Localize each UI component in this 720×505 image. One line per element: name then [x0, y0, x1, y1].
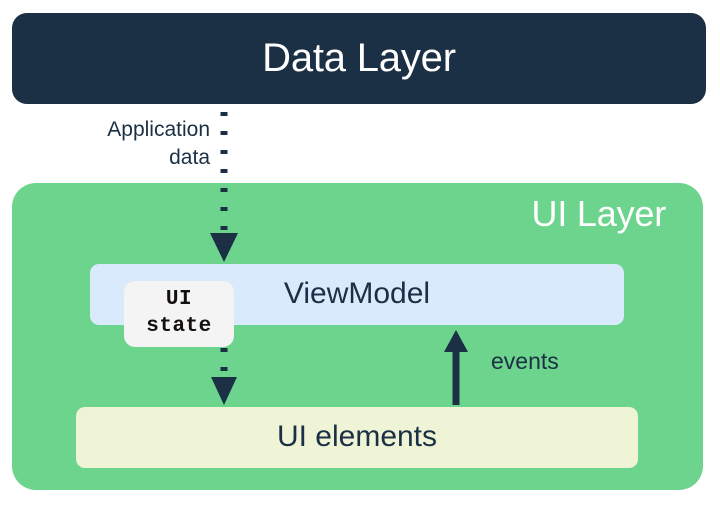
- ui-elements-box[interactable]: UI elements: [76, 407, 638, 468]
- events-label: events: [491, 348, 559, 374]
- ui-layer-title: UI Layer: [531, 193, 667, 234]
- ui-state-badge[interactable]: UI state: [124, 281, 234, 347]
- application-data-label-line1: Application: [107, 118, 210, 141]
- application-data-label: Application data: [62, 116, 210, 171]
- ui-elements-label: UI elements: [276, 419, 438, 453]
- ui-state-badge-line2: state: [146, 315, 212, 338]
- viewmodel-label: ViewModel: [283, 276, 431, 310]
- ui-state-badge-line1: UI: [165, 288, 193, 312]
- data-layer-box[interactable]: Data Layer: [12, 13, 706, 104]
- data-layer-title: Data Layer: [262, 35, 456, 80]
- application-data-label-line2: data: [169, 145, 210, 169]
